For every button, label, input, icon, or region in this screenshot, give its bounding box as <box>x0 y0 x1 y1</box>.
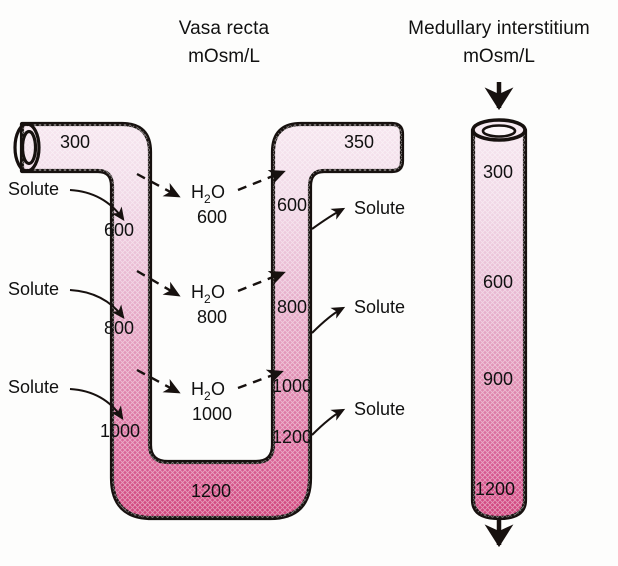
bend-value-1200: 1200 <box>191 481 231 501</box>
solute-efflux-group-1: Solute <box>311 198 405 230</box>
water-arrow-out-1 <box>136 172 181 198</box>
ascending-value-1000: 1000 <box>272 376 312 396</box>
water-subscript-2: 2 <box>204 292 211 306</box>
solute-out-label-1: Solute <box>354 198 405 218</box>
solute-in-arrow-1 <box>69 188 125 222</box>
interstitium-value-1200: 1200 <box>475 479 515 499</box>
vessel-inlet-inner-ellipse <box>20 129 38 166</box>
ascending-value-800: 800 <box>277 297 307 317</box>
solute-influx-group-3: Solute <box>8 377 124 421</box>
interstitium-top-inner-ellipse <box>481 124 517 138</box>
vasa-recta-title-line1: Vasa recta <box>179 18 270 39</box>
water-arrow-out-3 <box>136 368 181 394</box>
descending-value-1000: 1000 <box>100 421 140 441</box>
water-arrow-in-3 <box>237 369 284 390</box>
water-label-tail-2: O <box>211 282 225 302</box>
vessel-inlet-outer-ellipse <box>13 122 41 173</box>
water-subscript-3: 2 <box>204 389 211 403</box>
water-arrow-in-2 <box>237 271 286 293</box>
solute-in-label-2: Solute <box>8 279 59 299</box>
water-label-1: H <box>191 182 204 202</box>
solute-in-arrow-3 <box>69 387 124 421</box>
water-subscript-1: 2 <box>204 192 211 206</box>
water-exchange-group-3: H 2 O 1000 <box>136 368 284 424</box>
water-arrow-out-2 <box>136 269 181 297</box>
solute-out-arrow-2 <box>311 306 346 334</box>
water-value-600: 600 <box>197 207 227 227</box>
solute-out-arrow-1 <box>311 207 346 230</box>
interstitium-value-600: 600 <box>483 272 513 292</box>
vasa-recta-title-line2: mOsm/L <box>188 46 260 67</box>
descending-value-600: 600 <box>104 220 134 240</box>
ascending-value-350: 350 <box>344 132 374 152</box>
solute-efflux-group-3: Solute <box>311 399 405 436</box>
water-label-tail-3: O <box>211 379 225 399</box>
solute-in-arrow-2 <box>69 288 125 319</box>
interstitium-title-line2: mOsm/L <box>463 46 535 67</box>
water-arrow-in-1 <box>237 170 286 192</box>
water-exchange-group-2: H 2 O 800 <box>136 269 286 327</box>
interstitium-texture <box>473 130 525 518</box>
water-value-1000: 1000 <box>192 404 232 424</box>
ascending-value-600: 600 <box>277 195 307 215</box>
descending-value-800: 800 <box>104 318 134 338</box>
ascending-value-1200: 1200 <box>272 427 312 447</box>
water-label-tail-1: O <box>211 182 225 202</box>
solute-out-label-2: Solute <box>354 297 405 317</box>
solute-influx-group-1: Solute <box>8 179 125 222</box>
interstitium-value-300: 300 <box>483 162 513 182</box>
solute-in-label-1: Solute <box>8 179 59 199</box>
solute-out-label-3: Solute <box>354 399 405 419</box>
descending-value-300: 300 <box>60 132 90 152</box>
solute-in-label-3: Solute <box>8 377 59 397</box>
water-label-2: H <box>191 282 204 302</box>
solute-influx-group-2: Solute <box>8 279 125 319</box>
medullary-interstitium-column <box>470 82 528 548</box>
water-label-3: H <box>191 379 204 399</box>
water-exchange-group-1: H 2 O 600 <box>136 170 286 227</box>
interstitium-value-900: 900 <box>483 369 513 389</box>
solute-out-arrow-3 <box>311 408 346 436</box>
solute-efflux-group-2: Solute <box>311 297 405 334</box>
interstitium-title-line1: Medullary interstitium <box>408 18 590 39</box>
water-value-800: 800 <box>197 307 227 327</box>
